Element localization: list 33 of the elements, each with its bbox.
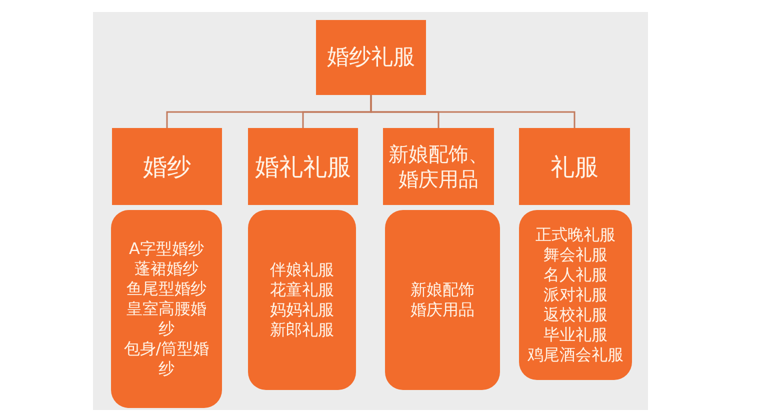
item-list-box xyxy=(519,210,632,380)
list-item: 舞会礼服 xyxy=(544,245,608,265)
category-title: 婚纱 xyxy=(143,152,191,182)
root-box xyxy=(316,20,426,95)
list-item: 蓬裙婚纱 xyxy=(134,259,198,279)
list-item: 毕业礼服 xyxy=(544,325,608,345)
list-item: 包身/筒型婚纱 xyxy=(122,339,210,379)
list-item: 妈妈礼服 xyxy=(270,300,334,320)
list-item: 鸡尾酒会礼服 xyxy=(528,345,624,365)
list-item: 名人礼服 xyxy=(544,265,608,285)
list-item: A字型婚纱 xyxy=(129,239,204,259)
list-item: 新娘配饰 xyxy=(410,280,474,300)
list-item: 鱼尾型婚纱 xyxy=(126,279,206,299)
category-title: 礼服 xyxy=(550,152,598,182)
item-list-box xyxy=(111,210,222,408)
category-title: 婚礼礼服 xyxy=(255,152,351,182)
list-item: 花童礼服 xyxy=(270,280,334,300)
list-item: 正式晚礼服 xyxy=(536,225,616,245)
category-box xyxy=(519,128,630,205)
list-item: 返校礼服 xyxy=(544,305,608,325)
list-item: 伴娘礼服 xyxy=(270,260,334,280)
list-item: 婚庆用品 xyxy=(410,300,474,320)
category-box xyxy=(248,128,358,205)
category-box xyxy=(383,128,494,205)
category-title: 新娘配饰、婚庆用品 xyxy=(388,142,490,192)
connector-line xyxy=(370,95,576,128)
list-item: 新郎礼服 xyxy=(270,320,334,340)
list-item: 派对礼服 xyxy=(544,285,608,305)
box-title: 婚纱礼服 xyxy=(327,44,415,72)
item-list-box xyxy=(248,210,356,390)
item-list-box xyxy=(385,210,500,390)
category-box xyxy=(112,128,222,205)
list-item: 皇室高腰婚纱 xyxy=(126,299,208,339)
